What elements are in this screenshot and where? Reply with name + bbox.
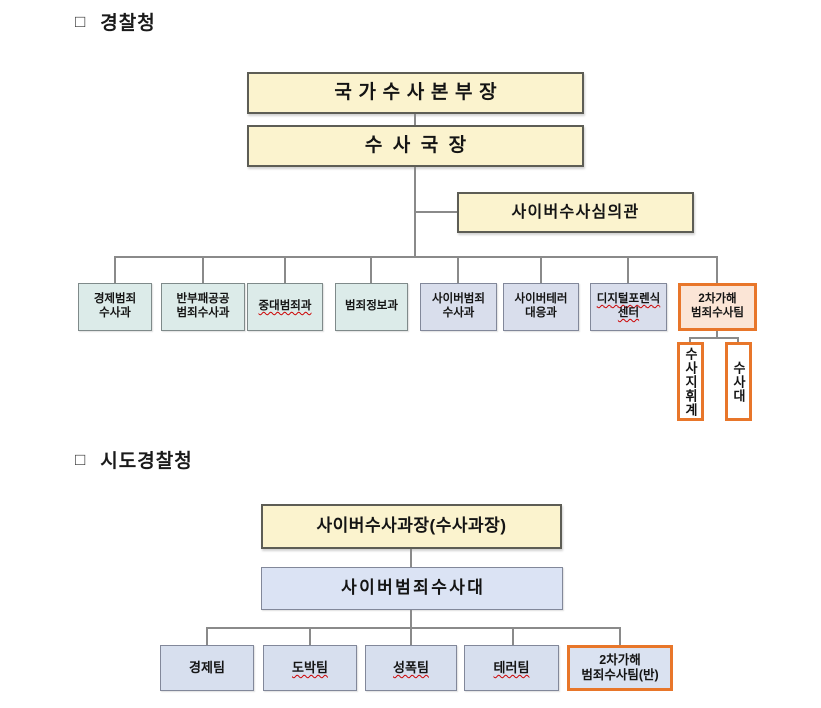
box-dept-digital-forensics-center: 디지털포렌식 센터 (590, 283, 667, 331)
box-dept-secondary-victimization-crime-team: 2차가해 범죄수사팀 (678, 283, 757, 331)
box-team-secondary-victimization-crime: 2차가해 범죄수사팀(반) (567, 645, 673, 691)
box-label: 사이버범죄수사대 (341, 578, 486, 598)
connector-line (309, 627, 311, 645)
box-label: 경제팀 (189, 660, 225, 676)
connector-line (206, 627, 621, 629)
section-title-agency: □ 경찰청 (75, 8, 156, 35)
connector-line (414, 167, 416, 257)
box-dept-major-crime: 중대범죄과 (247, 283, 323, 331)
connector-line (114, 256, 116, 283)
square-bullet-icon: □ (75, 450, 87, 469)
box-team-gambling: 도박팀 (263, 645, 357, 691)
box-label: 수사과 (442, 307, 475, 319)
box-cyber-investigation-advisor: 사이버수사심의관 (457, 192, 694, 233)
box-label: 2차가해 (599, 653, 641, 667)
connector-line (284, 256, 286, 283)
box-label: 센터 (617, 307, 640, 319)
connector-line (619, 627, 621, 645)
box-label: 수사과 (99, 307, 131, 319)
box-label: 디지털포렌식 (596, 293, 661, 306)
box-label: 수사지휘계 (683, 346, 698, 417)
box-label: 테러팀 (493, 660, 530, 676)
box-label: 국가수사본부장 (334, 81, 504, 103)
connector-line (716, 256, 718, 283)
connector-line (410, 627, 412, 645)
connector-line (627, 256, 629, 283)
box-label: 경제범죄 (93, 293, 137, 306)
section-title-regional: □ 시도경찰청 (75, 446, 193, 473)
box-cyber-crime-investigation-unit: 사이버범죄수사대 (261, 567, 563, 610)
box-label: 범죄수사팀(반) (581, 668, 659, 682)
box-label: 2차가해 (698, 293, 737, 306)
box-label: 사이버수사과장(수사과장) (316, 516, 507, 536)
connector-line (410, 610, 412, 628)
box-dept-economic-crime: 경제범죄 수사과 (78, 283, 152, 331)
box-dept-anticorruption-public-crime: 반부패공공 범죄수사과 (161, 283, 245, 331)
box-dept-cyber-crime-investigation: 사이버범죄 수사과 (420, 283, 497, 331)
connector-line (414, 114, 416, 125)
connector-line (737, 337, 739, 343)
box-label: 성폭팀 (393, 660, 429, 676)
box-label: 범죄수사팀 (691, 307, 744, 319)
connector-line (716, 331, 718, 338)
box-team-sexual-violence: 성폭팀 (365, 645, 457, 691)
connector-line (689, 337, 691, 343)
box-label: 범죄수사과 (176, 307, 230, 319)
regional-title-text: 시도경찰청 (100, 451, 193, 472)
box-label: 사이버테러 (514, 293, 568, 306)
box-cyber-investigation-section-chief: 사이버수사과장(수사과장) (261, 504, 562, 549)
connector-line (512, 627, 514, 645)
connector-line (457, 256, 459, 283)
box-dept-cyber-terror-response: 사이버테러 대응과 (503, 283, 579, 331)
connector-line (540, 256, 542, 283)
box-label: 반부패공공 (176, 293, 230, 306)
connector-line (689, 337, 739, 339)
box-label: 수사국장 (364, 134, 477, 156)
box-label: 대응과 (525, 307, 557, 319)
connector-line (202, 256, 204, 283)
box-subteam-investigation-unit: 수사대 (725, 342, 752, 421)
connector-line (410, 549, 412, 567)
box-label: 사이버범죄 (432, 293, 485, 306)
box-label: 수사대 (731, 360, 746, 403)
box-label: 사이버수사심의관 (511, 203, 640, 221)
box-label: 범죄정보과 (345, 300, 398, 313)
box-team-terror: 테러팀 (464, 645, 559, 691)
connector-line (416, 211, 457, 213)
box-label: 중대범죄과 (258, 300, 312, 313)
box-team-economic: 경제팀 (160, 645, 254, 691)
box-national-investigation-chief: 국가수사본부장 (247, 72, 584, 114)
connector-line (114, 256, 718, 258)
box-investigation-bureau-chief: 수사국장 (247, 125, 584, 167)
connector-line (370, 256, 372, 283)
connector-line (206, 627, 208, 645)
box-subteam-investigation-command: 수사지휘계 (677, 342, 704, 421)
agency-title-text: 경찰청 (100, 13, 156, 34)
box-dept-crime-intelligence: 범죄정보과 (335, 283, 408, 331)
square-bullet-icon: □ (75, 12, 87, 31)
box-label: 도박팀 (292, 660, 328, 676)
